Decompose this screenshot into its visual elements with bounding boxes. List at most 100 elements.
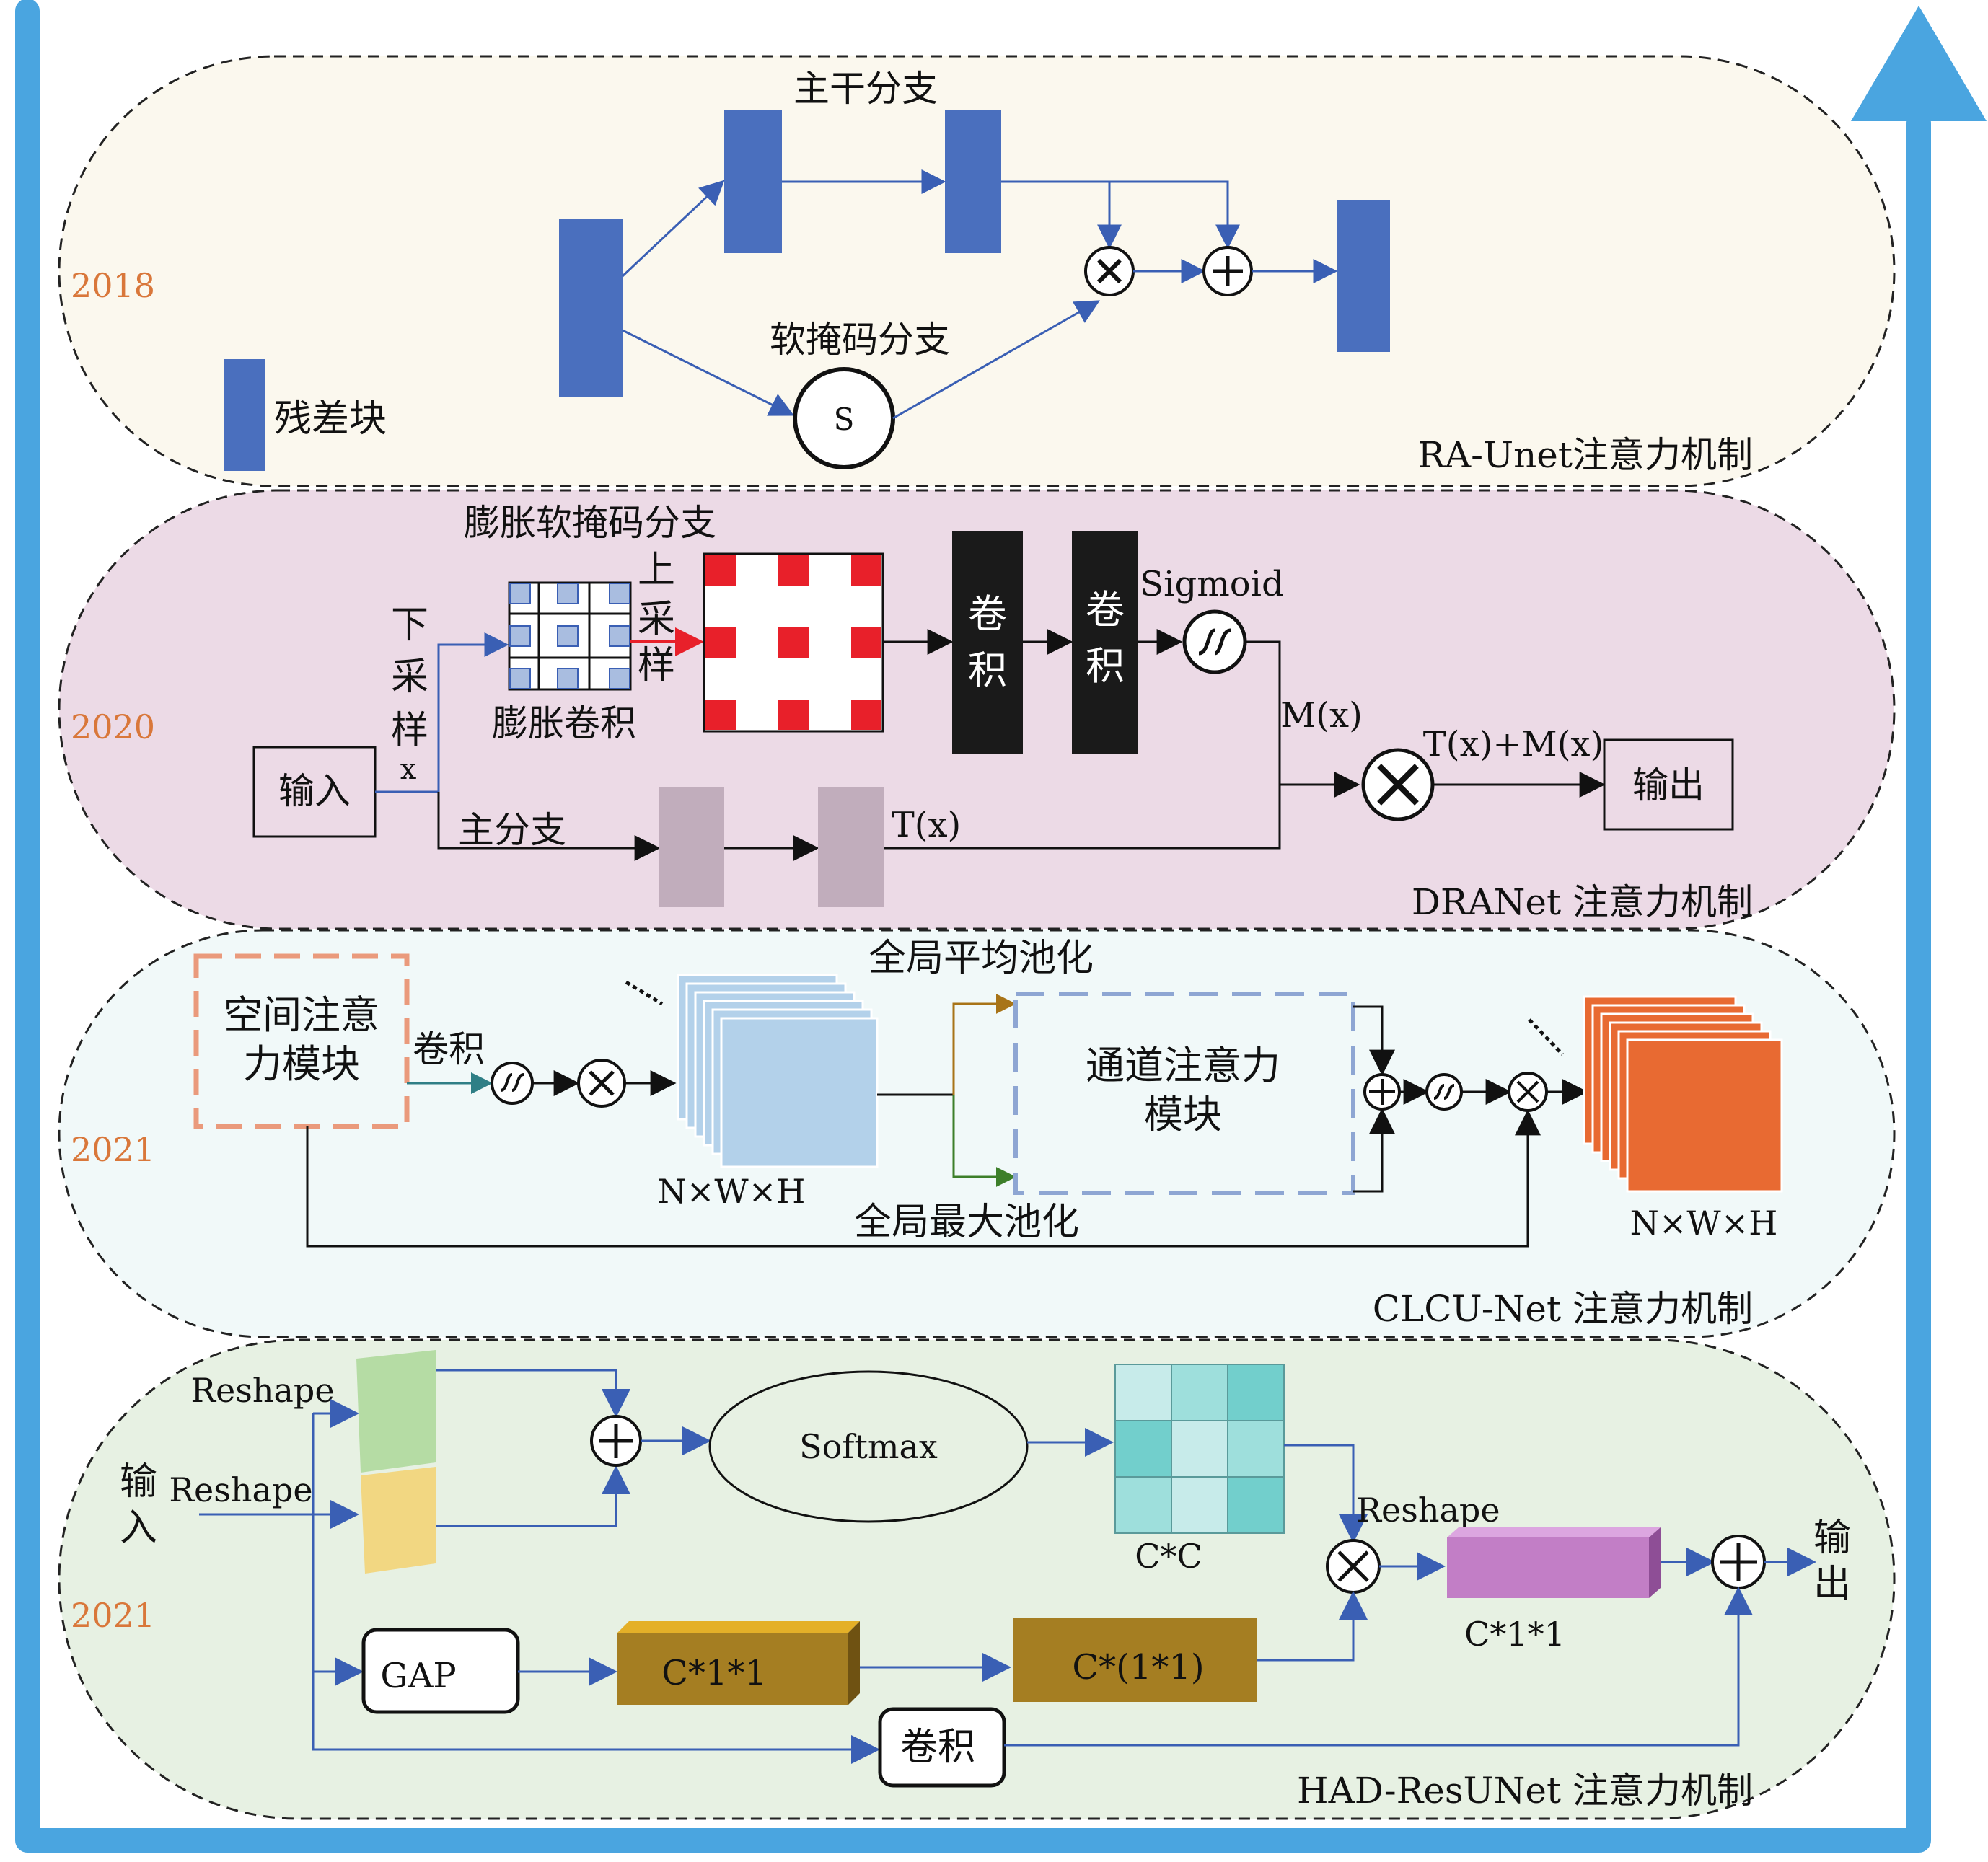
conv-char-2b: 积 xyxy=(1086,643,1125,689)
conv-label: 卷积 xyxy=(900,1726,975,1769)
channel-attention-box xyxy=(1013,992,1355,1195)
arrow-gold2-to-multiply xyxy=(1257,1591,1368,1662)
output-char-1: 输 xyxy=(1813,1517,1851,1560)
downsample-label: 下 采 样 xyxy=(391,604,428,752)
year-label: 2021 xyxy=(71,1596,155,1635)
panel-background xyxy=(58,929,1896,1338)
year-label: 2020 xyxy=(71,707,155,746)
spatial-label-line1: 空间注意 xyxy=(224,992,379,1038)
cc-label: C*C xyxy=(1135,1537,1202,1576)
gap-label: 全局平均池化 xyxy=(868,937,1094,980)
panel-title: DRANet 注意力机制 xyxy=(1412,881,1753,923)
arrow-channel-top-to-add xyxy=(1353,1005,1395,1076)
channel-label-line2: 模块 xyxy=(1144,1092,1222,1137)
sigmoid-icon-2 xyxy=(1425,1073,1463,1111)
sigmoid-symbol: S xyxy=(834,402,855,437)
legend-label: 残差块 xyxy=(274,397,387,441)
upsample-label: 上 采 样 xyxy=(638,549,675,687)
input-char-1: 输 xyxy=(120,1460,157,1504)
dilated-conv-grid xyxy=(508,581,632,691)
sum-label: T(x)+M(x) xyxy=(1423,724,1604,764)
arrow-yellow-to-add xyxy=(436,1465,630,1527)
main-branch-line xyxy=(437,792,661,861)
trunk-vertical xyxy=(312,1413,880,1764)
panel-dranet: 2020 DRANet 注意力机制 膨胀软掩码分支 输入 x 下 采 样 上 采… xyxy=(58,489,1896,930)
arrow-input-to-dilated xyxy=(375,632,509,793)
multiply-icon xyxy=(577,1059,626,1108)
conv-char-1a: 卷 xyxy=(968,591,1007,637)
upsample-char-3: 样 xyxy=(638,644,675,687)
softmax-node xyxy=(708,1370,1029,1523)
multiply-icon xyxy=(1084,246,1135,296)
main-block-1 xyxy=(659,787,724,907)
arrow-channel-bottom-to-add xyxy=(1353,1108,1395,1193)
reshape-green-block xyxy=(356,1350,436,1473)
softmax-label: Softmax xyxy=(799,1427,938,1466)
add-icon-2 xyxy=(1711,1535,1766,1589)
conv-block-2 xyxy=(1072,531,1138,754)
purple-feature-block xyxy=(1447,1527,1661,1598)
reshape-label-3: Reshape xyxy=(1356,1491,1500,1530)
nwh-right-label: N×W×H xyxy=(1630,1204,1778,1243)
dilated-mask-branch-label: 膨胀软掩码分支 xyxy=(464,502,716,544)
arrow-to-soft-mask xyxy=(622,329,795,416)
conv-char-1b: 积 xyxy=(968,648,1007,693)
cc-matrix xyxy=(1114,1364,1285,1534)
mx-line xyxy=(1245,640,1360,798)
sigmoid-label: Sigmoid xyxy=(1140,564,1283,604)
panel-background xyxy=(58,55,1896,487)
feature-stack-blue xyxy=(625,974,879,1168)
panel-title: CLCU-Net 注意力机制 xyxy=(1373,1288,1753,1330)
gold-block-1 xyxy=(617,1621,860,1705)
soft-mask-branch-label: 软掩码分支 xyxy=(770,319,950,361)
tx-line xyxy=(884,785,1281,850)
input-char-2: 入 xyxy=(120,1506,157,1550)
gmp-label: 全局最大池化 xyxy=(854,1201,1079,1244)
reshape-yellow-block xyxy=(361,1467,436,1574)
downsample-char-1: 下 xyxy=(391,604,428,647)
year-label: 2018 xyxy=(71,266,155,305)
gold-block-2 xyxy=(1013,1618,1257,1702)
feature-stack-orange xyxy=(1528,995,1783,1193)
arrow-to-trunk xyxy=(621,180,725,278)
skip-connection xyxy=(306,1109,1541,1248)
sigmoid-icon xyxy=(491,1062,534,1105)
trunk-block-1 xyxy=(724,110,782,253)
channel-label-line1: 通道注意力 xyxy=(1086,1043,1280,1088)
panel-ra-unet: 2018 RA-Unet注意力机制 残差块 主干分支 软掩码分支 S xyxy=(58,55,1896,487)
upsample-char-2: 采 xyxy=(638,598,675,641)
add-icon xyxy=(1202,246,1253,296)
sigmoid-icon xyxy=(1182,609,1247,674)
spatial-label-line2: 力模块 xyxy=(243,1041,360,1087)
conv-label: 卷积 xyxy=(413,1028,485,1070)
arrow-to-gap xyxy=(952,994,1016,1095)
arrow-trunk-to-add xyxy=(1109,180,1240,250)
add-icon xyxy=(1363,1073,1401,1111)
tx-label: T(x) xyxy=(892,805,962,845)
downsample-char-3: 样 xyxy=(391,709,428,752)
panel-title: HAD-ResUNet 注意力机制 xyxy=(1297,1770,1753,1812)
arrow-to-gmp xyxy=(952,1095,1016,1187)
arrow-matrix-to-multiply xyxy=(1284,1444,1368,1543)
multiply-icon xyxy=(1361,748,1435,821)
nwh-left-label: N×W×H xyxy=(658,1172,806,1211)
multiply-icon-2 xyxy=(1508,1072,1548,1112)
dilated-conv-label: 膨胀卷积 xyxy=(492,702,636,744)
downsample-char-2: 采 xyxy=(391,656,428,699)
gap-label: GAP xyxy=(380,1656,456,1696)
upsampled-mask-grid xyxy=(703,552,884,733)
output-label: 输出 xyxy=(1632,764,1705,806)
arrow-soft-to-multiply xyxy=(892,300,1100,420)
panel-had-resunet: 2021 HAD-ResUNet 注意力机制 输 入 Reshape Resha… xyxy=(58,1338,1896,1820)
c11-label: C*1*1 xyxy=(1464,1615,1565,1654)
output-residual-block xyxy=(1337,200,1390,352)
input-residual-block xyxy=(559,219,623,397)
conv-box xyxy=(878,1707,1006,1788)
output-char-2: 出 xyxy=(1813,1563,1851,1606)
x-label: x xyxy=(400,753,417,786)
multiply-icon xyxy=(1326,1539,1381,1594)
legend-residual-block xyxy=(224,359,265,471)
output-box xyxy=(1603,738,1734,831)
spatial-attention-box xyxy=(193,953,410,1129)
